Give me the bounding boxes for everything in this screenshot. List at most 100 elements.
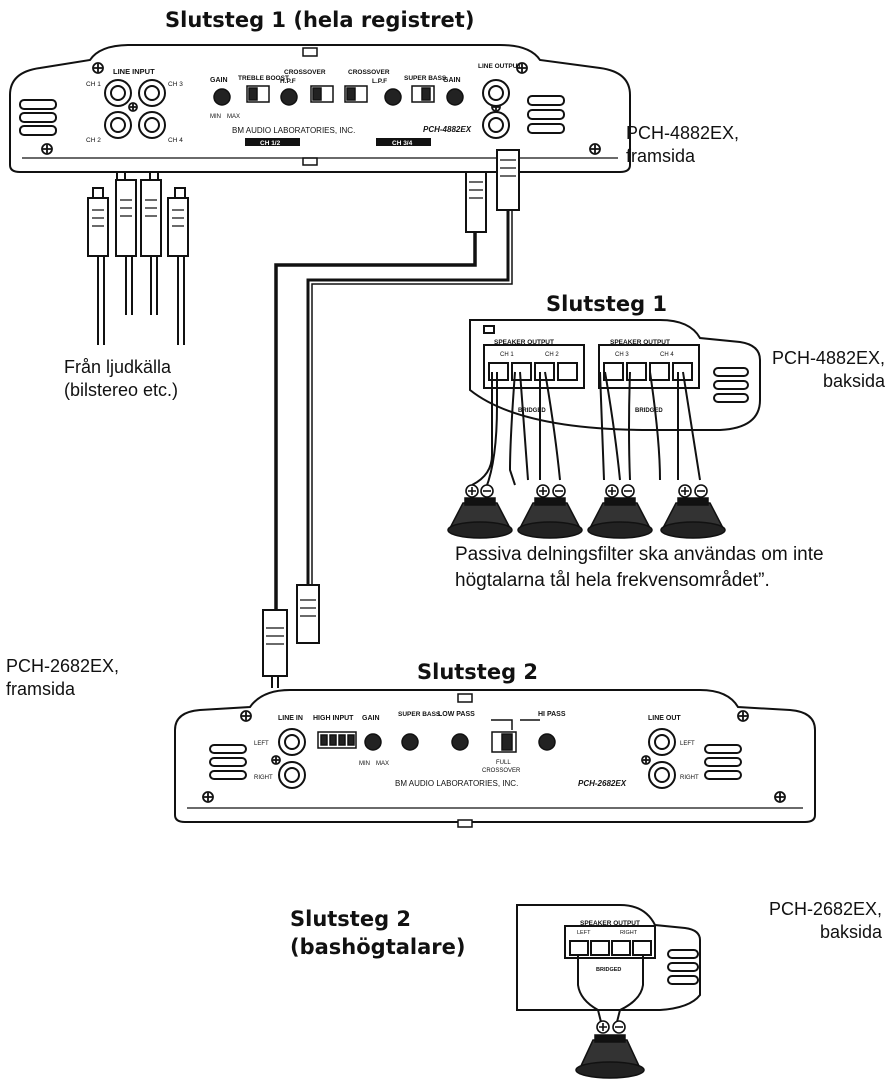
source-caption-line2: (bilstereo etc.) [64,380,179,400]
amp1-front-screws [41,62,601,155]
amp2-back-left-label: LEFT [577,930,591,936]
amp2-front-caption-line1: PCH-2682EX, [6,656,120,676]
amp1-speaker-terminals [465,484,708,498]
amp1-treble-boost-label: TREBLE BOOST [238,75,289,82]
amp1-control-switches [246,85,435,103]
amp1-back-caption-line1: PCH-4882EX, [771,348,885,368]
amp1-back-caption: PCH-4882EX, baksida [770,347,885,393]
amp1-speaker-wires [471,371,701,489]
amp1-ch1-label: CH 1 [86,81,101,88]
amp1-front-panel [9,44,631,173]
amp2-back-heading: Slutsteg 2 (bashögtalare) [290,905,466,961]
amp1-ch3-label: CH 3 [168,81,183,88]
amp2-front-vents [209,744,742,780]
amp2-knobs [364,733,556,751]
amp2-back-panel [516,904,701,1011]
passive-filter-note-line2: högtalarna tål hela frekvensområdet”. [455,570,770,591]
amp1-ch12-label: CH 1/2 [260,140,281,147]
amp2-back-terminals [596,1020,626,1034]
amp2-crossover-label: CROSSOVER [482,768,521,774]
passive-filter-note-line1: Passiva delningsfilter ska användas om i… [455,544,824,565]
amp2-back-vents [667,949,699,985]
amp1-model-label: PCH-4882EX [423,125,472,134]
amp1-line-input-label: LINE INPUT [113,67,155,76]
amp1-front-vents-left [19,99,57,136]
amp1-speakers [447,497,726,539]
amp1-back-bridged-1: BRIDGED [518,408,546,414]
amp2-left-label-2: LEFT [680,741,695,747]
amp1-back-panel [469,319,761,431]
amp1-front-caption-line2: framsida [626,146,696,166]
amp1-back-ch4-label: CH 4 [660,352,674,358]
amp1-super-bass-label: SUPER BASS [404,75,447,82]
amp1-brand-label: BM AUDIO LABORATORIES, INC. [232,126,355,135]
amp1-front-heading: Slutsteg 1 (hela registret) [165,8,475,32]
amp1-lpf-label: L.P.F [372,78,387,85]
passive-filter-note: Passiva delningsfilter ska användas om i… [455,542,824,594]
source-caption: Från ljudkälla (bilstereo etc.) [64,356,178,402]
amp2-right-label-2: RIGHT [680,775,699,781]
amp2-back-heading-line2: (bashögtalare) [290,935,466,959]
amp2-min-label: MIN [359,761,370,767]
amp1-back-caption-line2: baksida [822,371,885,391]
amp2-back-right-label: RIGHT [620,930,638,936]
amp1-gain-label-2: GAIN [443,77,461,84]
amp1-back-ch2-label: CH 2 [545,352,559,358]
amp1-gain-label-1: GAIN [210,77,228,84]
amp2-back-wires [577,955,644,1023]
amp2-left-label-1: LEFT [254,741,269,747]
source-rca-cables [87,171,189,345]
amp1-ch4-label: CH 4 [168,137,183,144]
amp2-super-bass-label: SUPER BASS [398,711,441,718]
amp1-back-speaker-output-1: SPEAKER OUTPUT [494,339,554,346]
amp2-front-panel [174,689,816,828]
amp2-high-input-label: HIGH INPUT [313,715,354,722]
amp2-jacks [278,728,676,789]
amp1-line-output-jacks [482,79,510,139]
amp2-hi-pass-label: HI PASS [538,711,566,718]
amp2-front-screws [202,710,786,803]
amp2-back-caption-line2: baksida [819,922,882,942]
amp2-back-speaker-output: SPEAKER OUTPUT [580,920,640,927]
amp1-line-output-label: LINE OUTPUT [478,63,521,70]
amp-link-rca-cables [262,149,520,688]
amp1-back-ch3-label: CH 3 [615,352,629,358]
amp1-back-speaker-output-2: SPEAKER OUTPUT [610,339,670,346]
amp2-front-caption-line2: framsida [6,679,76,699]
speaker-4 [660,497,726,539]
amp1-back-bridged-2: BRIDGED [635,408,663,414]
amp2-front-caption: PCH-2682EX, framsida [6,655,119,701]
amp1-back-ch1-label: CH 1 [500,352,514,358]
amp1-hpf-label: H.P.F [280,78,296,85]
amp2-brand-label: BM AUDIO LABORATORIES, INC. [395,779,518,788]
amp2-back-caption: PCH-2682EX, baksida [735,898,882,944]
amp2-back-bridged-label: BRIDGED [596,967,621,973]
amp2-line-out-label: LINE OUT [648,715,681,722]
amp2-full-label: FULL [496,760,511,766]
amp1-ch34-label: CH 3/4 [392,140,413,147]
amp1-back-heading: Slutsteg 1 [546,292,668,316]
amp1-ch-bars [245,138,431,146]
amp1-front-caption: PCH-4882EX, framsida [626,122,739,168]
amp2-gain-label: GAIN [362,715,380,722]
amp2-max-label: MAX [376,761,389,767]
speaker-3 [587,497,653,539]
amp1-ch2-label: CH 2 [86,137,101,144]
amp2-model-label: PCH-2682EX [578,779,627,788]
amp2-line-in-label: LINE IN [278,715,303,722]
amp2-high-input-block [317,731,357,749]
amp1-crossover-label-2: CROSSOVER [348,69,390,76]
amp1-line-input-jacks [104,79,166,139]
amp2-right-label-1: RIGHT [254,775,273,781]
speaker-2 [517,497,583,539]
amp2-low-pass-label: LOW PASS [438,711,475,718]
subwoofer [575,1034,645,1079]
speaker-1 [447,497,513,539]
amp2-back-heading-line1: Slutsteg 2 [290,907,412,931]
amp1-back-vents [713,367,749,403]
amp1-control-knobs [213,88,464,106]
amp1-front-vents-right [527,95,565,134]
amp2-front-heading: Slutsteg 2 [417,660,539,684]
